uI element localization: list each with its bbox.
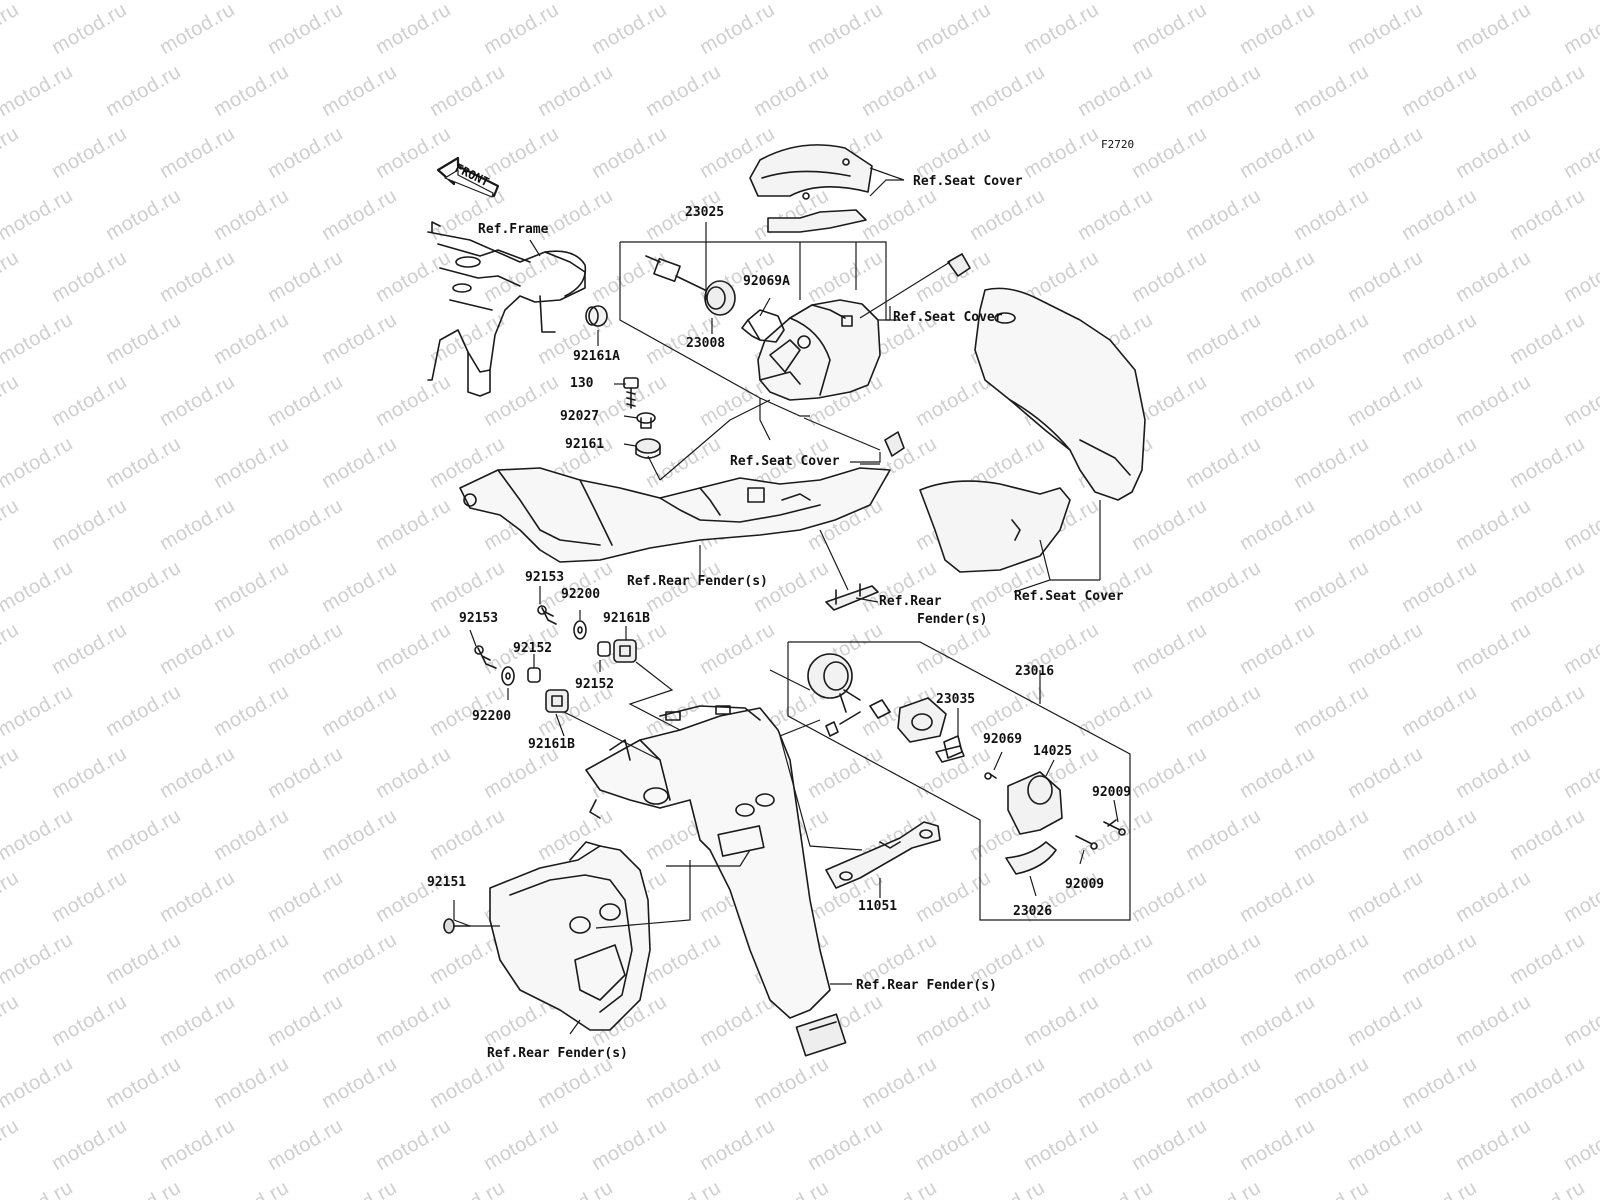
part-92151-label: 92151 <box>427 875 467 890</box>
grommet-92161 <box>635 438 661 459</box>
part-92200-lower-label: 92200 <box>472 709 512 724</box>
part-92153-lower-label: 92153 <box>459 611 499 626</box>
part-92200-upper-label: 92200 <box>561 587 601 602</box>
seat-cover-top <box>749 144 873 233</box>
ref-frame-label: Ref.Frame <box>478 222 549 237</box>
figure-code: F2720 <box>1101 138 1135 151</box>
collar-92027 <box>636 412 656 429</box>
rear-fender-upper <box>459 467 891 563</box>
collar-92152-upper <box>597 641 611 657</box>
part-14025-label: 14025 <box>1033 744 1073 759</box>
socket-23008 <box>645 255 736 316</box>
license-lamp-housing <box>807 653 997 780</box>
fender-bracket <box>825 583 879 611</box>
part-92152-lower-label: 92152 <box>513 641 553 656</box>
part-92069a-label: 92069A <box>743 274 790 289</box>
part-23026-label: 23026 <box>1013 904 1053 919</box>
screws-92009 <box>1075 819 1126 850</box>
bracket-11051 <box>825 821 941 889</box>
grommet-92161b-upper <box>613 639 637 663</box>
screw-92153-upper <box>537 605 557 625</box>
part-23016-label: 23016 <box>1015 664 1055 679</box>
part-92009-upper-label: 92009 <box>1092 785 1132 800</box>
ref-rear-bracket-label-b: Fender(s) <box>917 612 988 627</box>
part-23008-label: 23008 <box>686 336 726 351</box>
ref-rear-bracket-label-a: Ref.Rear <box>879 594 942 609</box>
washer-92200-lower <box>501 666 515 686</box>
frame-assembly <box>427 221 587 397</box>
ref-seat-cover-middle-label: Ref.Seat Cover <box>730 454 840 469</box>
tail-light-23025 <box>757 299 881 401</box>
front-arrow-icon <box>436 156 500 198</box>
grommet-92161b-lower <box>545 689 569 713</box>
ref-rear-fender-lower-left-label: Ref.Rear Fender(s) <box>487 1046 628 1061</box>
part-11051-label: 11051 <box>858 899 898 914</box>
seat-cover-right <box>884 253 1146 573</box>
ref-seat-cover-right-label: Ref.Seat Cover <box>1014 589 1124 604</box>
rear-fender-lower <box>585 705 847 1057</box>
part-92161a-label: 92161A <box>573 349 620 364</box>
screw-92151 <box>443 918 471 934</box>
rear-cover-lower-left <box>489 841 651 1031</box>
screw-92153-lower <box>474 645 497 669</box>
part-92069-label: 92069 <box>983 732 1023 747</box>
part-92161b-lower-label: 92161B <box>528 737 575 752</box>
washer-92200-upper <box>573 620 587 640</box>
part-92152-upper-label: 92152 <box>575 677 615 692</box>
part-130-label: 130 <box>570 376 594 391</box>
part-92161b-upper-label: 92161B <box>603 611 650 626</box>
collar-92152-lower <box>527 667 541 683</box>
grommet-92161a <box>585 305 608 327</box>
part-23035-label: 23035 <box>936 692 976 707</box>
part-92009-lower-label: 92009 <box>1065 877 1105 892</box>
part-92153-upper-label: 92153 <box>525 570 565 585</box>
ref-rear-fender-lower-label: Ref.Rear Fender(s) <box>856 978 997 993</box>
part-92027-label: 92027 <box>560 409 600 424</box>
part-92161-label: 92161 <box>565 437 605 452</box>
bolt-130 <box>623 377 639 409</box>
leader-lines <box>453 167 1131 1035</box>
cover-23026 <box>1005 841 1057 875</box>
ref-seat-cover-upper-label: Ref.Seat Cover <box>893 310 1003 325</box>
lens-14025 <box>1007 771 1063 835</box>
ref-seat-cover-top-label: Ref.Seat Cover <box>913 174 1023 189</box>
part-23025-label: 23025 <box>685 205 725 220</box>
bulb-92069a <box>741 309 785 343</box>
ref-rear-fender-upper-label: Ref.Rear Fender(s) <box>627 574 768 589</box>
